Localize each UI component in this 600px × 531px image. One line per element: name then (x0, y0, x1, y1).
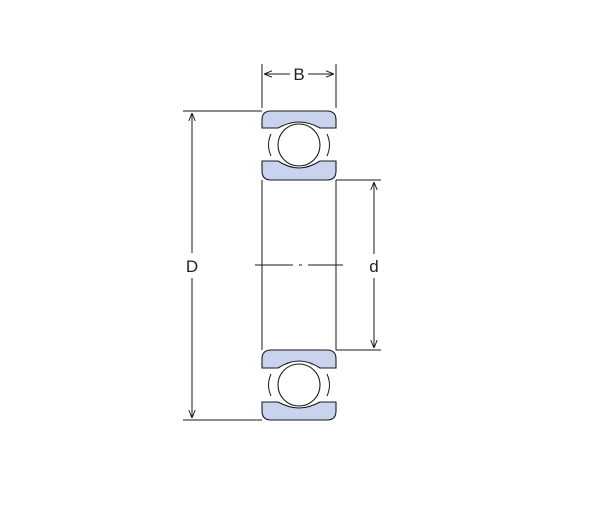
dimension-bore-diameter: d (336, 179, 381, 351)
outer-ring-lower (261, 401, 337, 421)
width-label: B (293, 65, 304, 84)
lower-section (261, 349, 337, 421)
inner-ring-lower (261, 349, 337, 369)
ball-upper (277, 123, 321, 167)
bore-diameter-label: d (369, 257, 378, 276)
dimension-outer-diameter: D (183, 110, 262, 421)
outer-diameter-label: D (186, 257, 198, 276)
outer-ring-upper (261, 110, 337, 129)
inner-ring-upper (261, 160, 337, 181)
upper-section (261, 110, 337, 181)
ball-lower (277, 363, 321, 407)
dimension-width: B (261, 64, 337, 108)
